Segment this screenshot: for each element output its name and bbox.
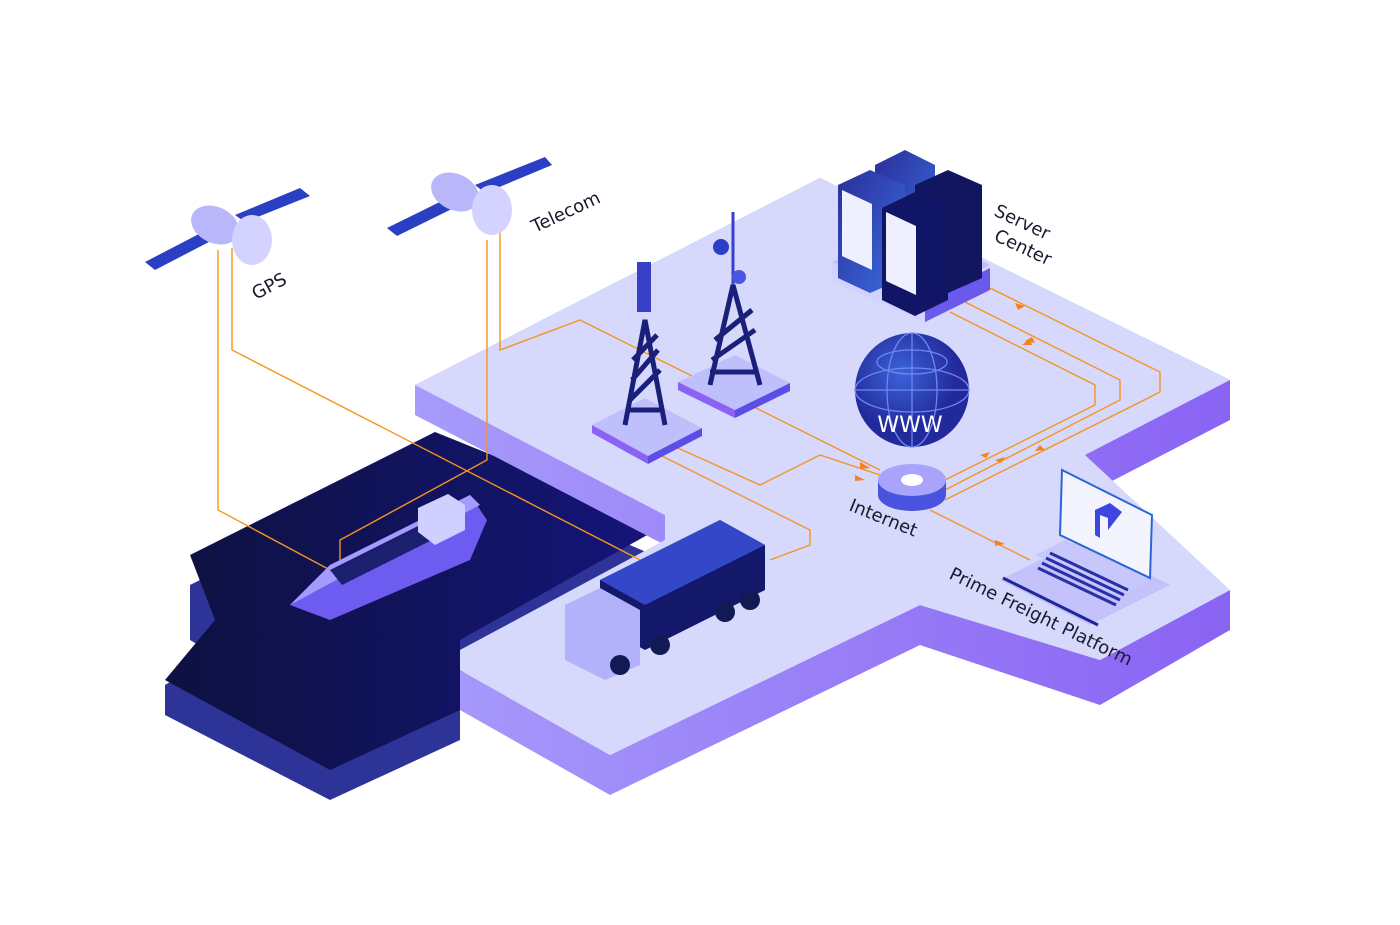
gps-label: GPS <box>248 269 290 305</box>
laptop-icon <box>1000 468 1170 627</box>
satellite-gps: GPS <box>145 188 310 304</box>
cell-tower-icon <box>678 212 790 418</box>
satellite-icon <box>145 188 310 270</box>
cargo-ship-icon <box>290 494 487 620</box>
telecom-label: Telecom <box>527 187 603 238</box>
logo-icon <box>1095 503 1122 538</box>
www-label: WWW <box>877 413 943 438</box>
satellite-telecom: Telecom <box>387 157 604 238</box>
cell-tower-icon <box>592 262 702 464</box>
water-area <box>165 432 665 800</box>
router-icon <box>878 464 946 511</box>
connection-lines <box>217 230 1161 571</box>
satellite-icon <box>387 157 552 236</box>
server-rack-icon <box>832 150 990 322</box>
truck-icon <box>565 520 765 680</box>
globe-icon: WWW <box>854 332 970 448</box>
